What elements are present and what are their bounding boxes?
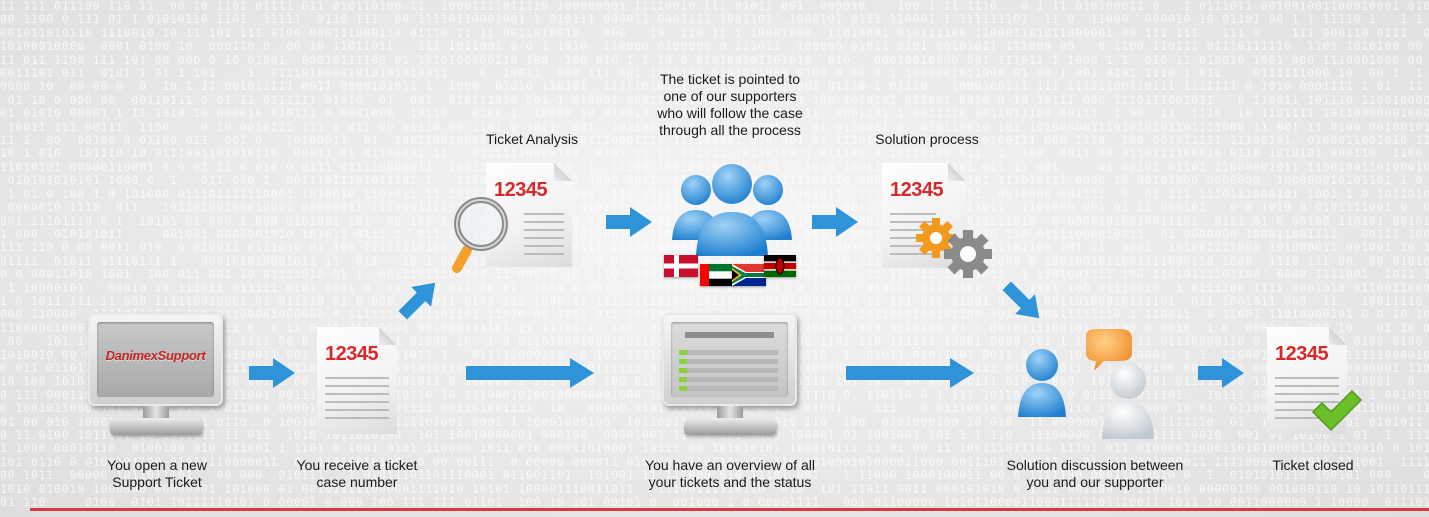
ticket-number: 12345 <box>494 179 548 201</box>
arrow-2-to-3-icon <box>398 282 436 320</box>
arrow-5-to-7-icon <box>1002 281 1040 319</box>
ticket-number: 12345 <box>890 179 944 201</box>
magnifier-icon <box>452 197 508 273</box>
label-ticket-closed: Ticket closed <box>1272 457 1354 473</box>
label-overview: You have an overview of all your tickets… <box>645 457 815 490</box>
monitor-support-icon: DanimexSupport <box>88 313 223 435</box>
kenya-flag <box>764 255 796 277</box>
arrow-3-to-4-icon <box>606 207 652 237</box>
supporters-group-icon <box>672 164 792 256</box>
label-ticket-analysis: Ticket Analysis <box>485 131 579 147</box>
check-icon <box>1311 389 1363 432</box>
label-receive-number: You receive a ticket case number <box>296 457 418 490</box>
label-assigned-supporter: The ticket is pointed to one of our supp… <box>657 71 803 138</box>
label-solution-process: Solution process <box>875 131 979 147</box>
brand-logo: DanimexSupport <box>105 348 206 363</box>
bottom-accent-line <box>30 508 1429 511</box>
arrow-6-to-7-icon <box>846 358 974 388</box>
ticket-number: 12345 <box>325 343 379 365</box>
denmark-flag <box>664 255 698 277</box>
gears-icon <box>916 218 992 278</box>
south-africa-flag <box>732 264 766 286</box>
uae-flag <box>700 264 734 286</box>
closed-document-icon: 12345 <box>1267 327 1347 434</box>
arrow-2-to-6-icon <box>466 358 594 388</box>
label-discussion: Solution discussion between you and our … <box>1006 457 1184 490</box>
ticket-document-icon: 12345 <box>317 327 397 434</box>
arrow-1-to-2-icon <box>249 358 295 388</box>
arrow-4-to-5-icon <box>812 207 858 237</box>
arrow-7-to-8-icon <box>1198 358 1244 388</box>
ticket-number: 12345 <box>1275 343 1329 365</box>
monitor-overview-icon <box>662 313 797 435</box>
discussion-people-icon <box>1018 329 1154 439</box>
label-open-ticket: You open a new Support Ticket <box>107 457 207 490</box>
